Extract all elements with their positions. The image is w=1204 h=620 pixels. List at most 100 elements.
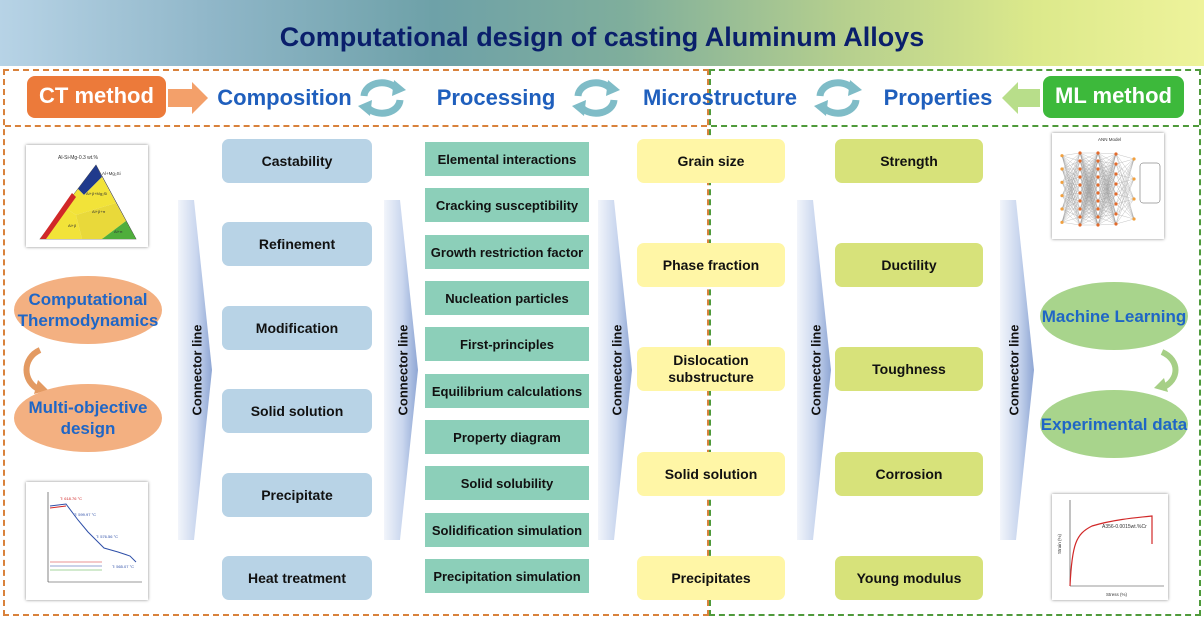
header-separator-right <box>711 125 1199 127</box>
microstructure-item-dislocation: Dislocation substructure <box>637 347 785 391</box>
annotation-label: T: 565.07 °C <box>112 564 134 569</box>
stress-strain-thumbnail: A356-0.0015wt.%Cr Stress (%) Strain (%) <box>1052 494 1168 600</box>
annotation-label: T: 599.97 °C <box>74 512 96 517</box>
region-label: Al+β <box>68 223 77 228</box>
microstructure-item-phase-fraction: Phase fraction <box>637 243 785 287</box>
stress-strain-xlabel: Stress (%) <box>1106 592 1128 597</box>
stress-strain-legend: A356-0.0015wt.%Cr <box>1102 524 1147 530</box>
property-item-strength: Strength <box>835 139 983 183</box>
phase-diagram-thumbnail: Al-Si-Mg-0.3 wt.% Al+Mg₂Si Al+β+Mg₂Si Al… <box>26 145 148 247</box>
multi-objective-design-ellipse: Multi-objective design <box>14 384 162 452</box>
nn-node <box>1060 207 1064 211</box>
nn-node <box>1096 159 1100 163</box>
processing-item: Property diagram <box>425 420 589 454</box>
nn-node <box>1078 151 1082 155</box>
phase-diagram-formula: Al-Si-Mg-0.3 wt.% <box>58 155 99 161</box>
processing-item: Solidification simulation <box>425 513 589 547</box>
solidification-curve-thumbnail: T: 618.76 °C T: 599.97 °C T: 576.56 °C T… <box>26 482 148 600</box>
nn-node <box>1114 182 1118 186</box>
nn-node <box>1060 220 1064 224</box>
nn-node <box>1096 191 1100 195</box>
annotation-label: T: 576.56 °C <box>96 534 118 539</box>
machine-learning-ellipse: Machine Learning <box>1040 282 1188 350</box>
processing-item: Solid solubility <box>425 466 589 500</box>
stage-properties: Properties <box>883 85 993 110</box>
ml-method-badge: ML method <box>1043 76 1184 118</box>
title-banner <box>0 0 1204 66</box>
nn-node <box>1096 167 1100 171</box>
processing-item: Nucleation particles <box>425 281 589 315</box>
nn-node <box>1096 199 1100 203</box>
nn-node <box>1132 157 1136 161</box>
ct-method-badge: CT method <box>27 76 166 118</box>
composition-item-solid-solution: Solid solution <box>222 389 372 433</box>
nn-node <box>1078 183 1082 187</box>
stress-strain-ylabel: Strain (%) <box>1057 533 1062 554</box>
annotation-label: T: 618.76 °C <box>60 496 82 501</box>
connector-label-4: Connector line <box>808 324 824 416</box>
nn-node <box>1078 167 1082 171</box>
nn-node <box>1078 159 1082 163</box>
nn-node <box>1114 202 1118 206</box>
ann-model-title: ANN Model <box>1098 137 1121 142</box>
nn-node <box>1060 180 1064 184</box>
nn-node <box>1096 151 1100 155</box>
nn-node <box>1114 192 1118 196</box>
property-item-young-modulus: Young modulus <box>835 556 983 600</box>
region-label: Al+π <box>114 229 123 234</box>
nn-node <box>1114 152 1118 156</box>
nn-node <box>1132 197 1136 201</box>
stage-microstructure: Microstructure <box>642 85 798 110</box>
microstructure-item-grain-size: Grain size <box>637 139 785 183</box>
nn-node <box>1096 183 1100 187</box>
nn-node <box>1078 175 1082 179</box>
processing-item: Equilibrium calculations <box>425 374 589 408</box>
computational-thermodynamics-ellipse: Computational Thermodynamics <box>14 276 162 344</box>
experimental-data-ellipse: Experimental data <box>1040 390 1188 458</box>
nn-node <box>1060 194 1064 198</box>
nn-node <box>1078 215 1082 219</box>
processing-item: First-principles <box>425 327 589 361</box>
connector-label-3: Connector line <box>609 324 625 416</box>
nn-node <box>1096 223 1100 227</box>
region-label: Al+Mg₂Si <box>102 171 121 176</box>
property-item-ductility: Ductility <box>835 243 983 287</box>
nn-node <box>1096 175 1100 179</box>
composition-item-refinement: Refinement <box>222 222 372 266</box>
nn-node <box>1114 212 1118 216</box>
ct-section-frame <box>3 69 709 616</box>
nn-node <box>1078 199 1082 203</box>
microstructure-item-solid-solution: Solid solution <box>637 452 785 496</box>
nn-node <box>1114 162 1118 166</box>
processing-item: Elemental interactions <box>425 142 589 176</box>
nn-node <box>1096 215 1100 219</box>
connector-label-2: Connector line <box>395 324 411 416</box>
composition-item-precipitate: Precipitate <box>222 473 372 517</box>
nn-node <box>1114 222 1118 226</box>
processing-item: Cracking susceptibility <box>425 188 589 222</box>
ml-section-frame <box>709 69 1201 616</box>
composition-item-castability: Castability <box>222 139 372 183</box>
nn-node <box>1060 167 1064 171</box>
nn-node <box>1114 172 1118 176</box>
nn-node <box>1060 154 1064 158</box>
stage-composition: Composition <box>217 85 352 110</box>
microstructure-item-precipitates: Precipitates <box>637 556 785 600</box>
processing-item: Precipitation simulation <box>425 559 589 593</box>
page-title: Computational design of casting Aluminum… <box>279 22 925 52</box>
connector-label-1: Connector line <box>189 324 205 416</box>
region-label: Al+β+Mg₂Si <box>86 191 107 196</box>
property-item-toughness: Toughness <box>835 347 983 391</box>
nn-node <box>1132 177 1136 181</box>
property-item-corrosion: Corrosion <box>835 452 983 496</box>
nn-node <box>1132 217 1136 221</box>
neural-network-thumbnail: ANN Model <box>1052 133 1164 239</box>
nn-node <box>1078 207 1082 211</box>
processing-item: Growth restriction factor <box>425 235 589 269</box>
region-label: Al+β+π <box>92 209 106 214</box>
connector-label-5: Connector line <box>1006 324 1022 416</box>
nn-node <box>1078 223 1082 227</box>
header-separator-left <box>5 125 707 127</box>
stage-processing: Processing <box>436 85 556 110</box>
composition-item-heat-treatment: Heat treatment <box>222 556 372 600</box>
